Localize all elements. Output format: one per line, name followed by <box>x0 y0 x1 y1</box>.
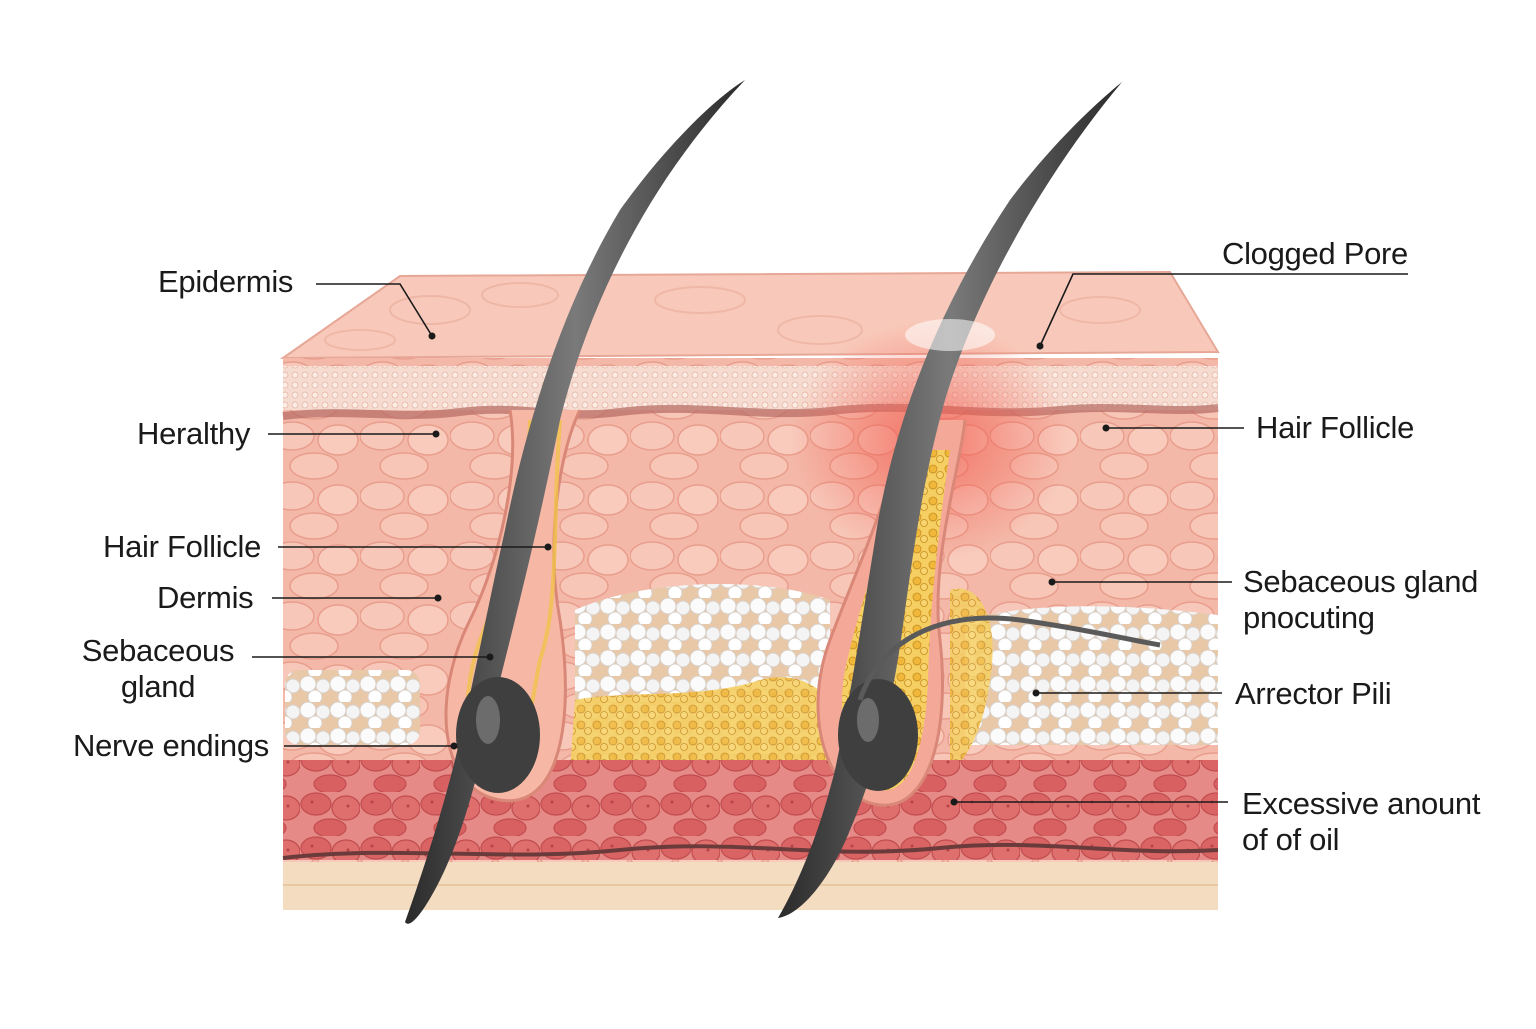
label-sebaceous-line1: Sebaceous <box>81 633 235 668</box>
label-sebaceous-producing-line2: pnocuting <box>1243 600 1375 635</box>
basement-membrane <box>282 403 1219 420</box>
label-hair-follicle-left: Hair Follicle <box>103 529 262 564</box>
label-dermis: Dermis <box>157 580 254 615</box>
left-hair-bulb <box>456 677 540 793</box>
stratum-band <box>283 366 1218 410</box>
sebaceous-oil-right <box>950 588 993 770</box>
right-hair-bulb <box>838 679 918 791</box>
label-arrector-pili: Arrector Pili <box>1235 676 1392 711</box>
epidermis-surface-cells <box>324 282 1141 351</box>
fat-cluster-right <box>965 606 1218 745</box>
label-excessive-oil: Excessive anount of of oil <box>1242 786 1480 858</box>
epidermis-top-surface <box>279 270 1220 360</box>
muscle-layer <box>283 760 1218 860</box>
label-epidermis: Epidermis <box>158 264 294 299</box>
label-excessive-oil-line2: of of oil <box>1242 822 1340 857</box>
label-sebaceous-producing-line1: Sebaceous gland <box>1243 564 1479 599</box>
label-sebaceous-producing: Sebaceous gland pnocuting <box>1243 564 1478 636</box>
label-nerve-endings: Nerve endings <box>73 728 269 763</box>
clogged-pore-highlight <box>905 319 995 351</box>
label-hair-follicle-right: Hair Follicle <box>1256 410 1415 445</box>
label-excessive-oil-line1: Excessive anount <box>1242 786 1481 821</box>
label-sebaceous-line2: gland <box>120 669 196 704</box>
sebaceous-oil-center <box>570 677 835 770</box>
arrector-pili-strand <box>857 615 1161 701</box>
fat-cluster-left <box>285 670 420 745</box>
label-clogged-pore: Clogged Pore <box>1222 236 1408 271</box>
label-healthy: Heralthy <box>137 416 251 451</box>
leader-lines <box>252 273 1408 803</box>
leader-dots <box>428 332 1110 806</box>
label-sebaceous-gland: Sebaceous gland <box>78 633 238 705</box>
